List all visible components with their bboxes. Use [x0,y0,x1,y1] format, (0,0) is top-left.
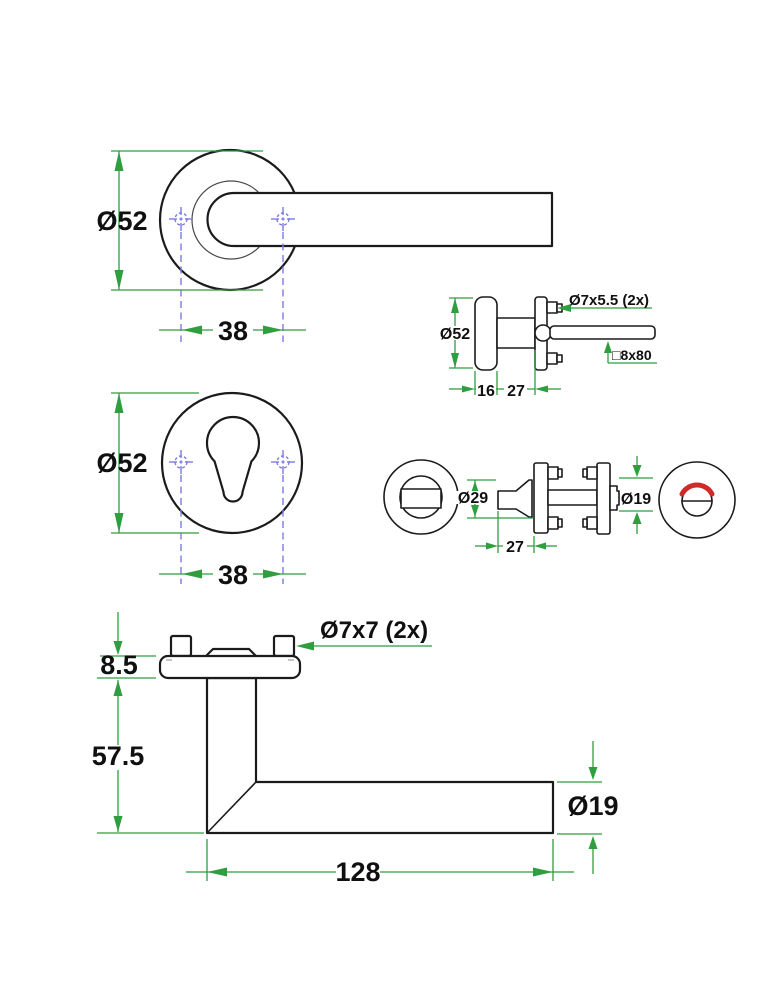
dim-text-neck-projection: 27 [507,383,525,400]
label-screw-spec: Ø7x5.5 (2x) [557,292,652,312]
dim-text-lever-length: 128 [335,857,380,887]
mounting-plate [158,654,302,680]
euro-cylinder-cutout [205,416,261,503]
dim-escutcheon-spacing: 38 [159,560,306,590]
dim-text-escutcheon-spacing: 38 [218,560,248,590]
label-lever-screw-spec: Ø7x7 (2x) [296,617,432,651]
dim-text-escutcheon-diameter: Ø52 [96,448,147,478]
label-text-spindle-spec: □8x80 [612,347,652,363]
label-text-lever-screw-spec: Ø7x7 (2x) [320,617,428,644]
dim-text-plate-thickness: 8.5 [100,650,138,680]
view-lever-front: Ø52 38 [96,148,554,346]
dim-fixing-spacing: 38 [159,316,306,346]
miter-line [206,781,257,834]
dim-text-bar-diameter: Ø19 [567,791,618,821]
dim-rose-thickness-projection: 16 27 [449,350,561,400]
wc-indicator-front [658,461,736,539]
dim-neck-height: 57.5 [92,680,204,834]
dim-rose-side-diameter: Ø52 [440,297,473,369]
dim-plate-thickness: 8.5 [97,612,156,680]
dim-text-neck-height: 57.5 [92,741,145,771]
fixing-centerlines-escutcheon [168,449,296,584]
view-rose-side: Ø52 Ø7x5.5 (2x) □8x80 16 27 [440,292,657,400]
view-wc-turn-set: Ø29 27 Ø19 [383,456,736,556]
occupancy-indicator-red [679,482,715,497]
spindle-boss [205,647,257,657]
dim-indicator-diameter: Ø19 [619,456,653,534]
lever-front-outline [158,148,554,292]
escutcheon-outline [160,391,304,535]
lever-grip [205,676,555,835]
thumbturn-side [497,479,533,518]
rose-side-outline [474,296,656,371]
dim-rose-diameter: Ø52 [96,150,263,291]
lever-side-outline [158,634,555,835]
dim-text-rose-diameter: Ø52 [96,206,147,236]
dim-text-indicator-diameter: Ø19 [621,491,651,508]
spindle-bar [549,325,656,340]
wc-turn-side [497,462,620,535]
view-lever-side: Ø7x7 (2x) 8.5 57.5 Ø19 [92,612,619,887]
dim-text-rose-side-diameter: Ø52 [440,326,470,343]
wc-spindle [547,489,598,506]
dim-bar-diameter: Ø19 [557,741,619,874]
dim-text-knob-diameter: Ø29 [458,490,488,507]
thumbturn-knob [400,488,442,509]
indicator-cylinder [609,485,620,511]
dim-knob-diameter: Ø29 [456,479,533,519]
fixing-centerlines [168,206,296,342]
dim-text-fixing-spacing: 38 [218,316,248,346]
dim-text-rose-thickness: 16 [477,383,495,400]
wc-thumbturn-front [383,459,459,535]
label-text-screw-spec: Ø7x5.5 (2x) [569,292,649,309]
dim-lever-length: 128 [186,839,574,887]
label-spindle-spec: □8x80 [604,341,657,364]
view-escutcheon-front: Ø52 38 [96,391,306,590]
dim-wc-projection: 27 [475,511,557,556]
dim-escutcheon-diameter: Ø52 [96,392,199,534]
dim-text-wc-projection: 27 [506,539,524,556]
